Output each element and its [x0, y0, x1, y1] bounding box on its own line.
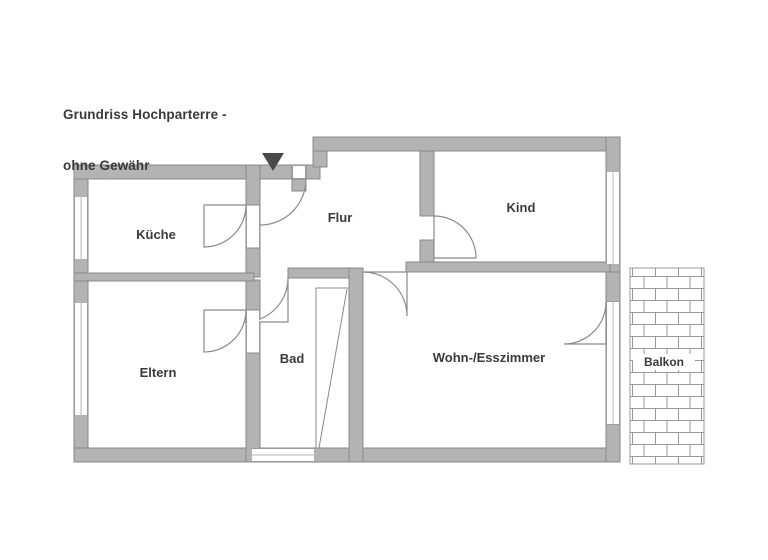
room-label-bad: Bad [280, 351, 305, 366]
wall-exterior-bottom [73, 447, 621, 463]
room-label-wohnzimmer: Wohn-/Esszimmer [433, 350, 545, 365]
door-wohnzimmer-from-flur [362, 271, 408, 317]
page-title-line-1: Grundriss Hochparterre - [63, 107, 227, 122]
wall-entry-recess [312, 150, 328, 168]
balkon-label-backdrop [633, 354, 695, 370]
wall-balcony-anchor-bottom [605, 423, 621, 463]
opening-entrance [293, 166, 305, 178]
room-label-balkon: Balkon [644, 355, 684, 369]
room-label-kind: Kind [507, 200, 536, 215]
room-label-eltern: Eltern [140, 365, 177, 380]
door-eltern [203, 309, 247, 353]
window-wohnzimmer-right [606, 302, 620, 424]
wall-interior-bad-wohnzimmer [348, 267, 364, 463]
windows-group [74, 165, 620, 462]
door-entrance [259, 178, 307, 226]
bad-fixture-bathtub [315, 287, 350, 449]
opening-kueche [247, 205, 259, 248]
door-openings-mask [247, 166, 433, 353]
room-label-kueche: Küche [136, 227, 176, 242]
opening-eltern [247, 310, 259, 353]
door-balcony [563, 301, 607, 345]
door-kueche [203, 204, 247, 248]
page-title-line-2: ohne Gewähr [63, 158, 150, 173]
wall-edge-lines [246, 204, 434, 354]
wall-interior-kueche-eltern [73, 272, 255, 282]
window-eltern-left [74, 303, 88, 415]
room-label-flur: Flur [328, 210, 353, 225]
entrance-arrow-icon [262, 153, 284, 171]
wall-exterior-top-right [312, 136, 621, 152]
wall-interior-flur-kind-upper [419, 150, 435, 217]
wall-balcony-anchor-top [605, 271, 621, 303]
window-kueche-left [74, 197, 88, 259]
door-kind [433, 215, 477, 259]
wall-interior-eltern-bad [245, 279, 261, 463]
room-labels-group: Küche Flur Kind Eltern Bad Wohn-/Esszimm… [136, 200, 695, 380]
wall-interior-kind-wohnzimmer [405, 261, 611, 273]
opening-kind [421, 216, 433, 240]
page-title: Grundriss Hochparterre - ohne Gewähr [63, 72, 227, 208]
window-kind-right [606, 172, 620, 264]
doors-group [203, 178, 607, 353]
window-bottom-bad [252, 448, 314, 462]
